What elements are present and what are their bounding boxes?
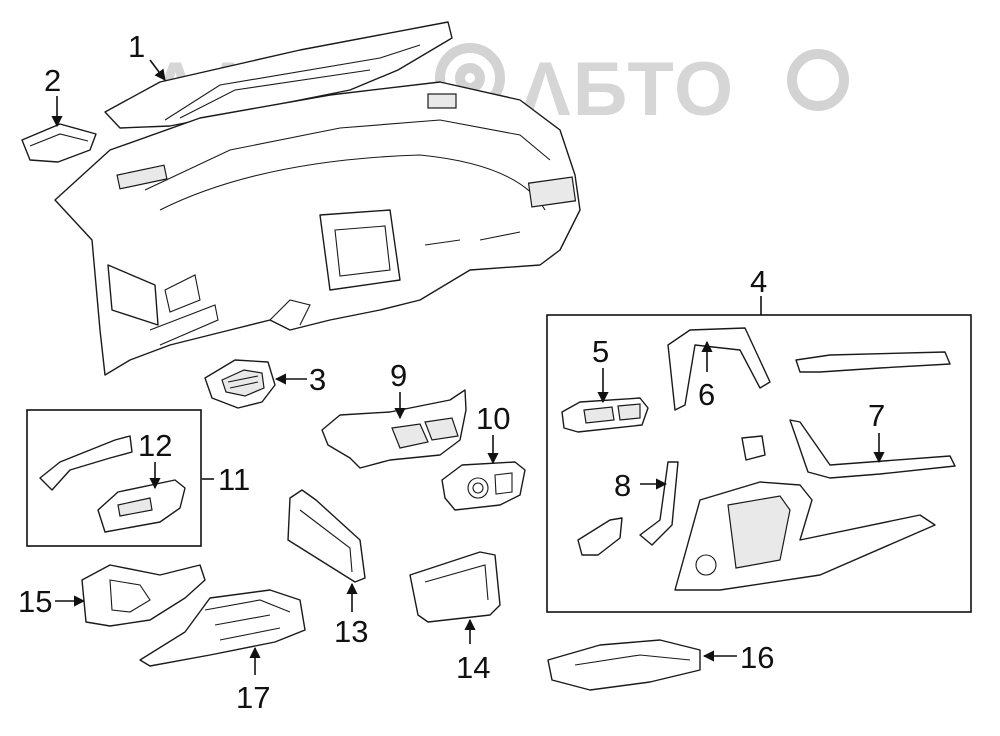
part-13-side-panel — [287, 489, 366, 583]
part-2-side-cover — [21, 123, 97, 163]
group-box-11 — [26, 409, 202, 547]
group-box-4 — [546, 314, 972, 613]
callout-15: 15 — [18, 584, 52, 619]
part-14-glove-box — [409, 551, 501, 623]
instrument-panel-assembly — [54, 81, 581, 376]
callout-4: 4 — [750, 264, 767, 299]
part-10-switch-panel — [441, 461, 526, 511]
callout-11: 11 — [218, 462, 250, 497]
callout-2: 2 — [44, 63, 61, 98]
watermark-circle-icon — [787, 49, 849, 111]
watermark-text-right: ΛБТО — [520, 47, 735, 132]
callout-17: 17 — [236, 680, 270, 715]
part-15-lower-side-cover — [81, 564, 206, 627]
callout-14: 14 — [456, 650, 490, 685]
part-1-dash-upper-cover — [104, 21, 453, 129]
callout-1: 1 — [128, 29, 145, 64]
callout-13: 13 — [334, 614, 368, 649]
part-17-lower-panel — [139, 589, 306, 667]
part-9-center-bezel — [321, 389, 467, 469]
callout-12: 12 — [138, 428, 172, 463]
callout-7: 7 — [868, 398, 885, 433]
part-16-lower-tray — [547, 639, 701, 691]
callout-labels: 1 2 3 4 5 6 7 8 9 10 11 12 13 14 15 16 1… — [18, 29, 885, 715]
callout-6: 6 — [698, 377, 715, 412]
callout-5: 5 — [592, 334, 609, 369]
callout-9: 9 — [390, 358, 407, 393]
callout-10: 10 — [476, 401, 510, 436]
callout-8: 8 — [614, 468, 631, 503]
leader-lines — [51, 59, 885, 675]
callout-3: 3 — [309, 362, 326, 397]
callout-16: 16 — [740, 640, 774, 675]
part-3-side-vent — [204, 359, 276, 409]
